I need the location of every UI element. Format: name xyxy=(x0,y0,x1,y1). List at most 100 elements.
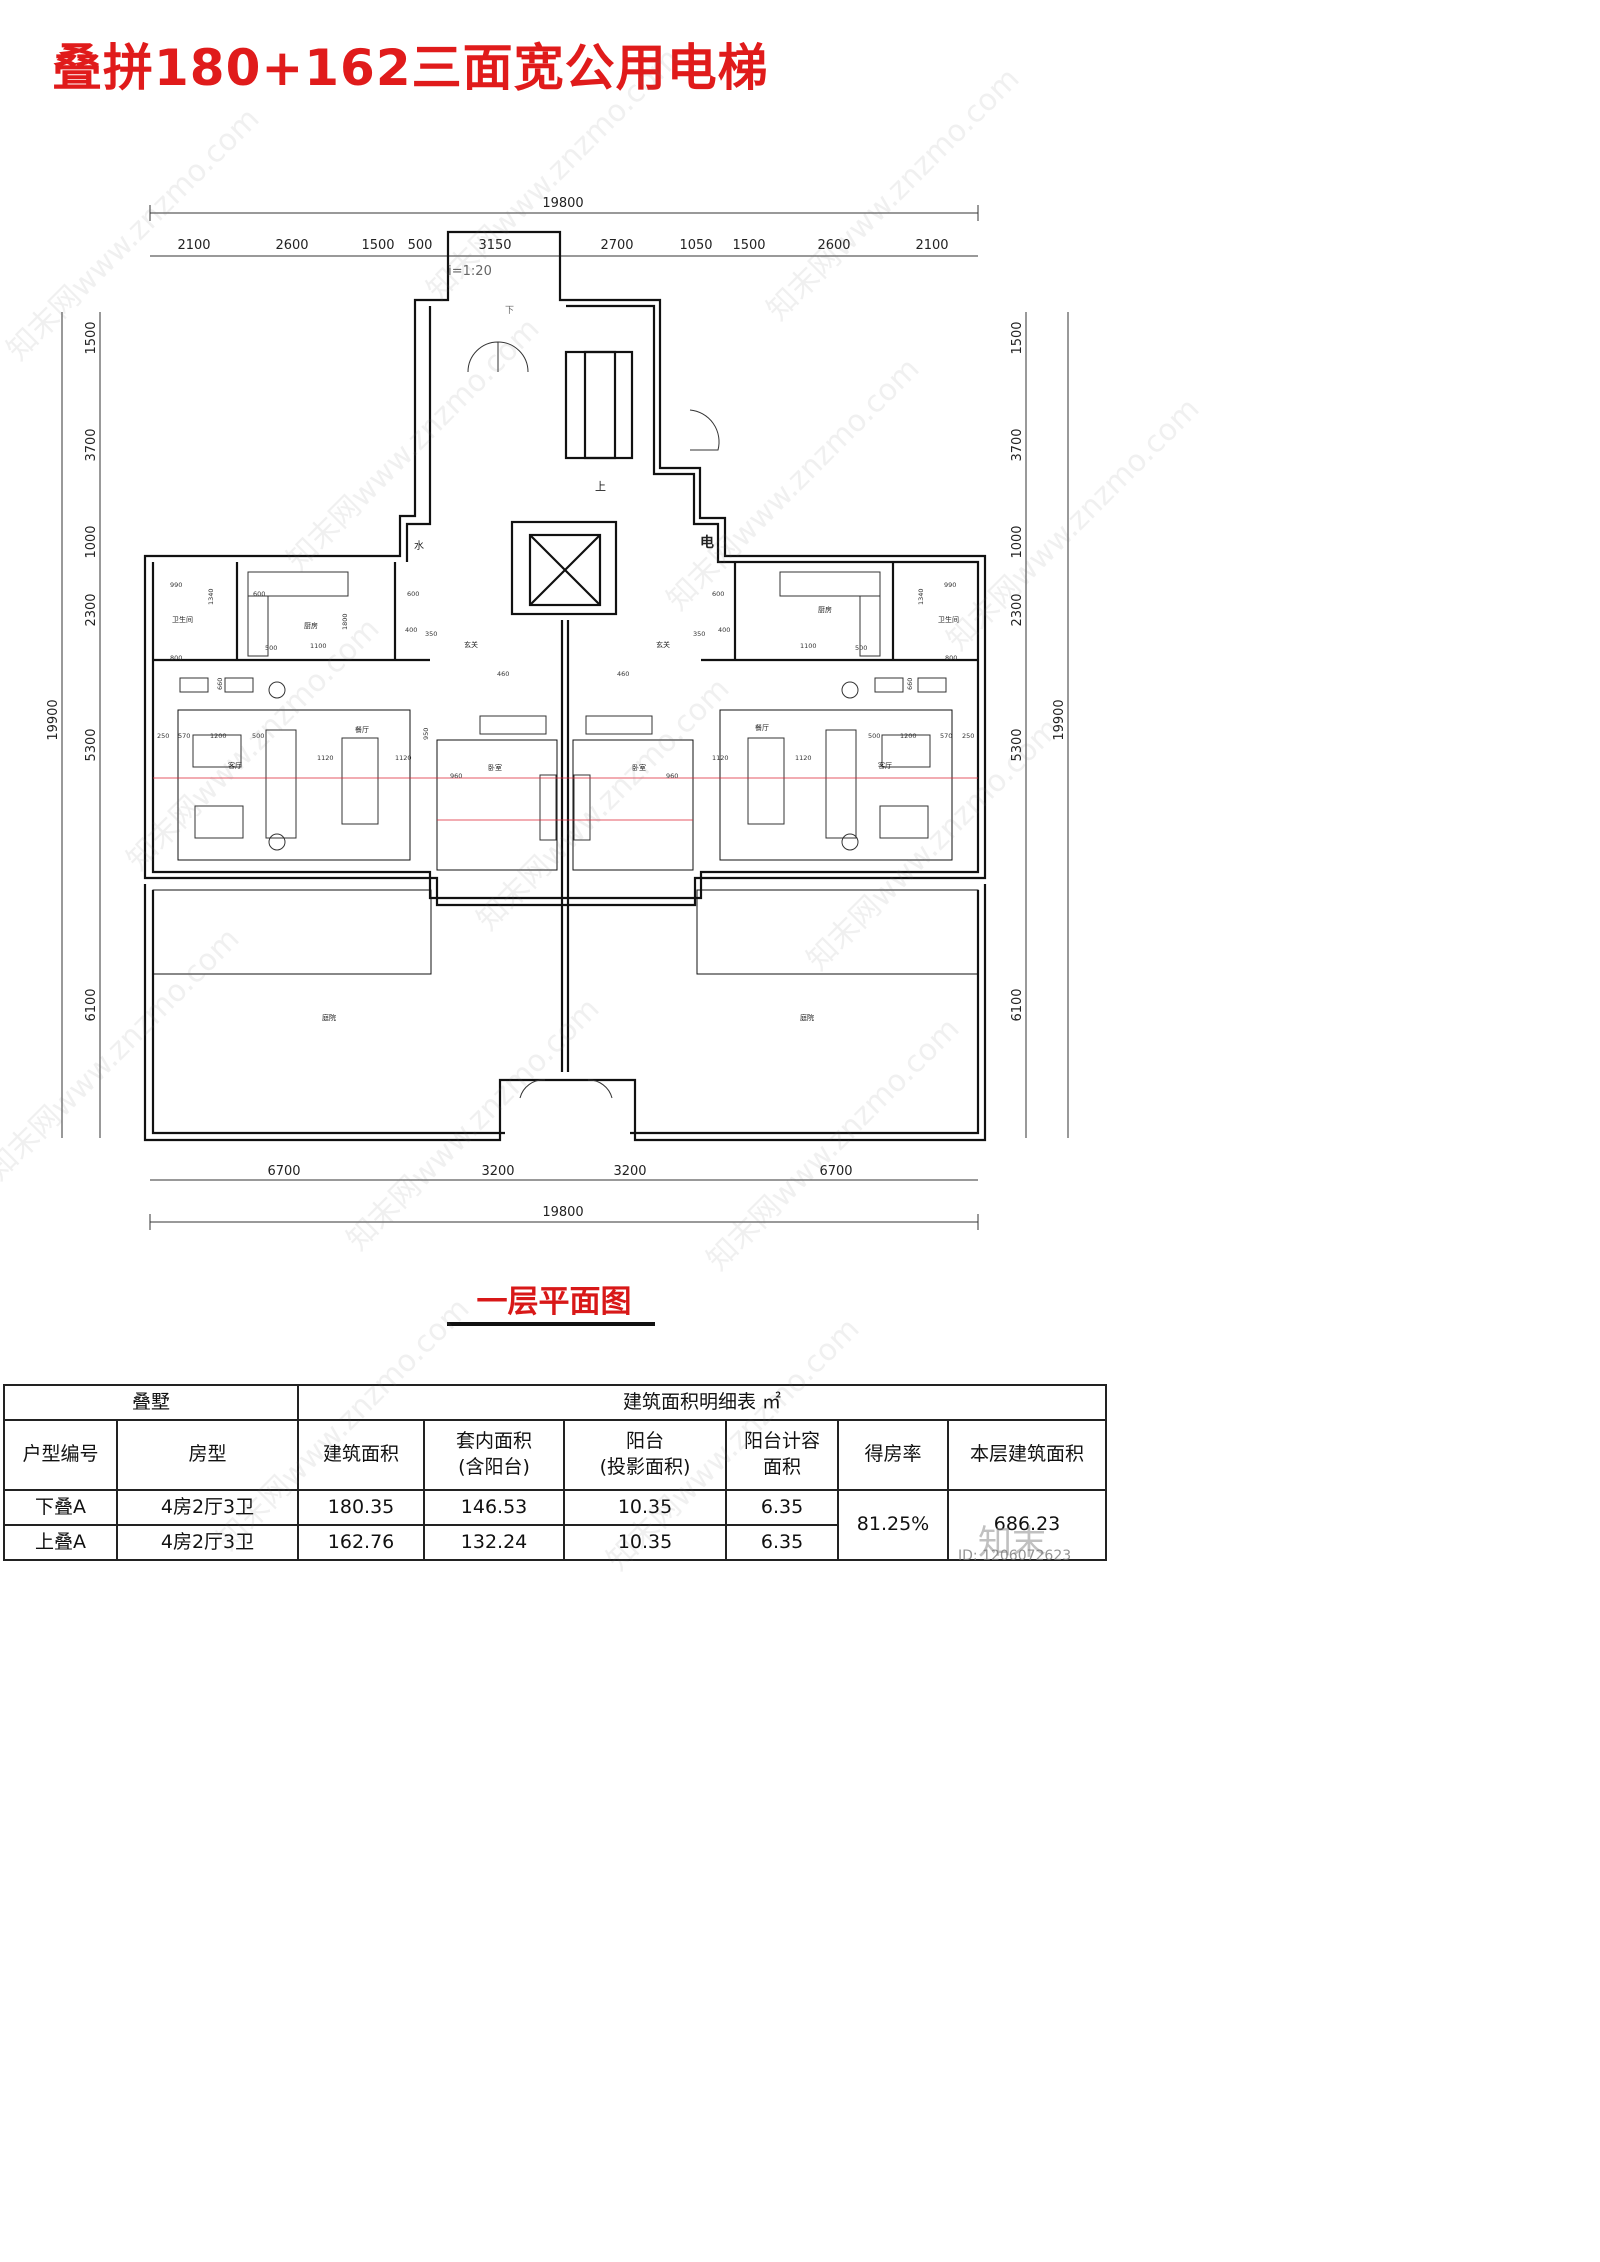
inner-dim: 1800 xyxy=(341,613,349,630)
table-header: 房型 xyxy=(115,1419,300,1491)
inner-dim: 570 xyxy=(940,732,952,740)
inner-dim: 500 xyxy=(855,644,867,652)
dim-bottom-seg: 3200 xyxy=(613,1164,646,1179)
inner-dim: 600 xyxy=(712,590,724,598)
subtitle-underline xyxy=(447,1322,655,1326)
inner-dim: 1200 xyxy=(900,732,917,740)
inner-dim: 250 xyxy=(962,732,974,740)
dim-right-total: 19900 xyxy=(1052,699,1067,740)
dim-top-seg: 2100 xyxy=(177,238,210,253)
dim-top-seg: 3150 xyxy=(478,238,511,253)
dim-right-seg: 3700 xyxy=(1010,428,1025,461)
room-dining-left: 餐厅 xyxy=(355,725,369,734)
table-cell: 6.35 xyxy=(725,1489,840,1526)
dim-top-seg: 1500 xyxy=(732,238,765,253)
dim-bottom-seg: 3200 xyxy=(481,1164,514,1179)
inner-dim: 1120 xyxy=(712,754,729,762)
dim-left-seg: 3700 xyxy=(84,428,99,461)
inner-dim: 990 xyxy=(944,581,956,589)
dim-bottom-seg: 6700 xyxy=(819,1164,852,1179)
table-group-right: 建筑面积明细表 ㎡ xyxy=(297,1384,1108,1421)
dim-top-seg: 2600 xyxy=(275,238,308,253)
table-cell: 132.24 xyxy=(423,1524,566,1561)
dim-right-seg: 6100 xyxy=(1010,988,1025,1021)
inner-dim: 660 xyxy=(906,678,914,690)
dim-top-seg: 500 xyxy=(408,238,433,253)
table-group-left: 叠墅 xyxy=(2,1384,300,1421)
table-cell: 146.53 xyxy=(423,1489,566,1526)
electric-label: 电 xyxy=(700,534,714,551)
table-cell: 上叠A xyxy=(3,1524,118,1561)
table-header: 阳台 (投影面积) xyxy=(563,1419,728,1491)
inner-dim: 1120 xyxy=(317,754,334,762)
inner-dim: 400 xyxy=(718,626,730,634)
table-header: 套内面积 (含阳台) xyxy=(423,1419,566,1491)
down-label: 下 xyxy=(505,306,514,316)
inner-dim: 1340 xyxy=(917,588,925,605)
table-cell: 4房2厅3卫 xyxy=(115,1489,300,1526)
water-label: 水 xyxy=(414,540,424,552)
dim-top-seg: 2600 xyxy=(817,238,850,253)
plan-subtitle: 一层平面图 xyxy=(476,1284,632,1320)
dim-bottom-total: 19800 xyxy=(542,1205,583,1220)
table-header: 得房率 xyxy=(837,1419,950,1491)
inner-dim: 960 xyxy=(450,772,462,780)
room-kitchen-right: 厨房 xyxy=(818,605,832,614)
table-header: 阳台计容 面积 xyxy=(725,1419,840,1491)
table-cell: 10.35 xyxy=(563,1524,728,1561)
dim-left-seg: 2300 xyxy=(84,593,99,626)
dim-top-seg: 1500 xyxy=(361,238,394,253)
dim-top-seg: 2100 xyxy=(915,238,948,253)
inner-dim: 1120 xyxy=(795,754,812,762)
table-header: 户型编号 xyxy=(3,1419,118,1491)
table-row: 上叠A 4房2厅3卫 162.76 132.24 10.35 6.35 xyxy=(3,1524,1106,1561)
inner-dim: 800 xyxy=(945,654,957,662)
dimension-lines xyxy=(61,205,1069,1230)
room-bedroom-left: 卧室 xyxy=(488,763,502,772)
inner-dim: 800 xyxy=(170,654,182,662)
room-foyer-right: 玄关 xyxy=(656,640,670,649)
inner-dim: 250 xyxy=(157,732,169,740)
room-bath-left: 卫生间 xyxy=(172,615,193,624)
inner-dim: 600 xyxy=(407,590,419,598)
inner-dim: 960 xyxy=(666,772,678,780)
floor-plan: 19800 2100 2600 1500 500 3150 2700 1050 … xyxy=(46,196,1069,1230)
inner-dim: 460 xyxy=(497,670,509,678)
table-header: 本层建筑面积 xyxy=(947,1419,1108,1491)
dim-right-seg: 1500 xyxy=(1010,321,1025,354)
plan-text: 19800 2100 2600 1500 500 3150 2700 1050 … xyxy=(46,196,1067,1220)
dim-right-seg: 1000 xyxy=(1010,525,1025,558)
dim-left-seg: 5300 xyxy=(84,728,99,761)
room-living-left: 客厅 xyxy=(228,761,242,770)
dim-top-seg: 2700 xyxy=(600,238,633,253)
inner-dim: 1200 xyxy=(210,732,227,740)
inner-dim: 600 xyxy=(253,590,265,598)
room-garden-right: 庭院 xyxy=(800,1013,814,1022)
inner-dim: 1340 xyxy=(207,588,215,605)
room-kitchen-left: 厨房 xyxy=(304,621,318,630)
page-title: 叠拼180+162三面宽公用电梯 xyxy=(52,39,769,97)
inner-dim: 400 xyxy=(405,626,417,634)
table-ratio: 81.25% xyxy=(837,1489,950,1561)
room-garden-left: 庭院 xyxy=(322,1013,336,1022)
inner-dim: 1120 xyxy=(395,754,412,762)
inner-dim: 500 xyxy=(252,732,264,740)
dim-right-seg: 5300 xyxy=(1010,728,1025,761)
table-cell: 4房2厅3卫 xyxy=(115,1524,300,1561)
ramp-label: i=1:20 xyxy=(448,264,492,279)
inner-dim: 460 xyxy=(617,670,629,678)
inner-dim: 1100 xyxy=(310,642,327,650)
logo: 知末 xyxy=(978,1523,1046,1563)
inner-dim: 990 xyxy=(170,581,182,589)
inner-dim: 660 xyxy=(216,678,224,690)
inner-dim: 350 xyxy=(425,630,437,638)
dim-left-seg: 1500 xyxy=(84,321,99,354)
table-header: 建筑面积 xyxy=(297,1419,426,1491)
table-cell: 下叠A xyxy=(3,1489,118,1526)
table-floor-total: 686.23 xyxy=(947,1489,1108,1561)
walls xyxy=(143,230,987,1142)
inner-dim: 500 xyxy=(265,644,277,652)
inner-dim: 950 xyxy=(422,728,430,740)
inner-dim: 500 xyxy=(868,732,880,740)
dim-right-seg: 2300 xyxy=(1010,593,1025,626)
